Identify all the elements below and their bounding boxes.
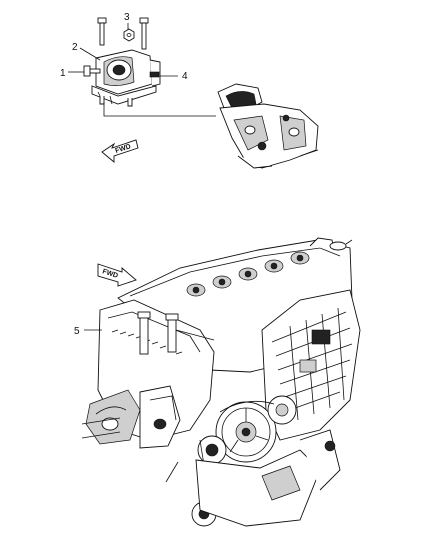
- fwd-arrow-top-label: FWD: [114, 143, 131, 155]
- fwd-arrow-bottom: FWD: [97, 263, 137, 287]
- engine-mount-bracket: [85, 385, 181, 449]
- leader-line-lower-1: [81, 417, 121, 425]
- mount-to-rail-leader: [103, 102, 216, 117]
- mount-nut: [123, 28, 135, 42]
- callout-5-group: 5: [74, 326, 102, 337]
- mount-lower-bolts: [99, 96, 133, 107]
- callout-1: 1: [60, 68, 66, 79]
- spark-plug-wells: [186, 251, 310, 297]
- callout-3: 3: [124, 12, 130, 23]
- mount-side-bolt: [83, 65, 101, 77]
- callout-2-group: 2: [72, 42, 101, 61]
- engine-assembly: [85, 237, 361, 527]
- callout-4-group: 4: [160, 71, 188, 82]
- callout-5: 5: [74, 326, 80, 337]
- mount-top-bolt-right: [139, 17, 149, 50]
- callout-3-group: 3: [124, 12, 130, 30]
- mount-body: [91, 49, 161, 105]
- callout-2: 2: [72, 42, 78, 53]
- mount-assembly: [83, 17, 161, 107]
- frame-rail-bracket: [217, 83, 319, 169]
- fwd-arrow-bottom-label: FWD: [101, 268, 118, 280]
- leader-line-lower-3: [165, 461, 179, 483]
- mount-top-bolt-left: [97, 17, 107, 46]
- fwd-arrow-top: FWD: [101, 139, 139, 163]
- callout-1-group: 1: [60, 68, 84, 79]
- leader-line-lower-2: [81, 431, 121, 439]
- callout-4: 4: [182, 71, 188, 82]
